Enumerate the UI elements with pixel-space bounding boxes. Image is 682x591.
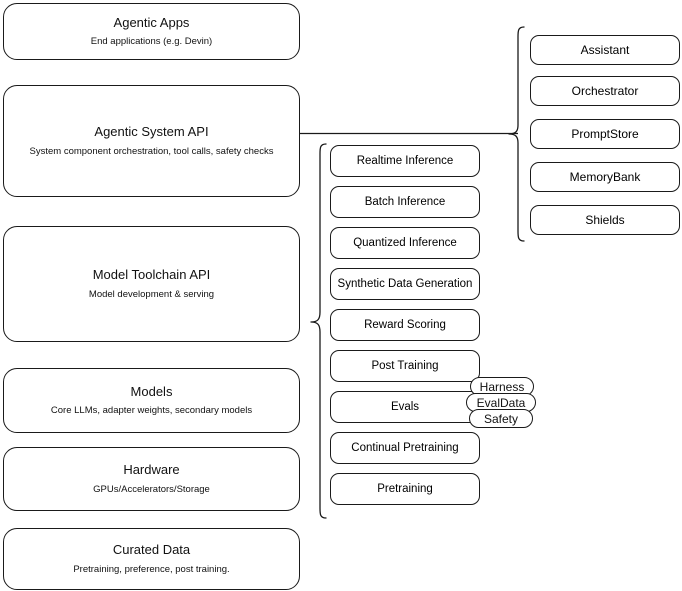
system-box-label: PromptStore [571, 126, 639, 141]
eval-badge-label: Harness [479, 379, 525, 394]
brace-system-components [506, 25, 526, 245]
toolchain-box-label: Realtime Inference [356, 154, 454, 167]
system-box-memorybank[interactable]: MemoryBank [530, 162, 680, 192]
toolchain-box-label: Continual Pretraining [351, 441, 459, 454]
layer-title: Model Toolchain API [92, 267, 211, 283]
system-box-promptstore[interactable]: PromptStore [530, 119, 680, 149]
toolchain-box-label: Pretraining [377, 482, 433, 495]
connector-line-agentic-system-api [300, 126, 522, 142]
layer-title: Hardware [123, 462, 180, 478]
eval-badge-label: EvalData [476, 395, 526, 410]
layer-title: Agentic Apps [113, 14, 190, 30]
toolchain-box-pretraining[interactable]: Pretraining [330, 473, 480, 505]
toolchain-box-label: Reward Scoring [364, 318, 446, 331]
system-box-assistant[interactable]: Assistant [530, 35, 680, 65]
system-box-label: Shields [585, 212, 625, 227]
toolchain-box-batch-inference[interactable]: Batch Inference [330, 186, 480, 218]
layer-box-curated-data[interactable]: Curated Data Pretraining, preference, po… [3, 528, 300, 590]
toolchain-box-quantized-inference[interactable]: Quantized Inference [330, 227, 480, 259]
toolchain-box-label: Batch Inference [364, 195, 446, 208]
layer-box-hardware[interactable]: Hardware GPUs/Accelerators/Storage [3, 447, 300, 511]
brace-toolchain-components [308, 142, 328, 522]
system-box-label: MemoryBank [569, 169, 641, 184]
toolchain-box-label: Quantized Inference [353, 236, 457, 249]
toolchain-box-label: Post Training [371, 359, 439, 372]
toolchain-box-synthetic-data-generation[interactable]: Synthetic Data Generation [330, 268, 480, 300]
system-box-label: Orchestrator [571, 83, 639, 98]
layer-box-agentic-system-api[interactable]: Agentic System API System component orch… [3, 85, 300, 197]
toolchain-box-evals[interactable]: Evals [330, 391, 480, 423]
layer-box-model-toolchain-api[interactable]: Model Toolchain API Model development & … [3, 226, 300, 342]
eval-badge-safety[interactable]: Safety [469, 409, 533, 428]
layer-subtitle: Model development & serving [88, 288, 215, 300]
toolchain-box-label: Synthetic Data Generation [337, 277, 473, 290]
system-box-orchestrator[interactable]: Orchestrator [530, 76, 680, 106]
system-box-shields[interactable]: Shields [530, 205, 680, 235]
eval-badge-label: Safety [483, 411, 519, 426]
layer-title: Models [130, 383, 173, 399]
toolchain-box-reward-scoring[interactable]: Reward Scoring [330, 309, 480, 341]
layer-subtitle: Core LLMs, adapter weights, secondary mo… [50, 405, 253, 417]
toolchain-box-continual-pretraining[interactable]: Continual Pretraining [330, 432, 480, 464]
layer-box-agentic-apps[interactable]: Agentic Apps End applications (e.g. Devi… [3, 3, 300, 60]
layer-subtitle: Pretraining, preference, post training. [73, 563, 230, 575]
layer-subtitle: System component orchestration, tool cal… [29, 145, 274, 157]
layer-title: Agentic System API [94, 124, 209, 140]
eval-badge-evaldata[interactable]: EvalData [466, 393, 536, 412]
layer-title: Curated Data [112, 542, 191, 558]
toolchain-box-post-training[interactable]: Post Training [330, 350, 480, 382]
layer-subtitle: GPUs/Accelerators/Storage [93, 483, 210, 495]
toolchain-box-label: Evals [390, 400, 420, 413]
system-box-label: Assistant [580, 42, 630, 57]
layer-subtitle: End applications (e.g. Devin) [90, 36, 213, 48]
layer-box-models[interactable]: Models Core LLMs, adapter weights, secon… [3, 368, 300, 433]
toolchain-box-realtime-inference[interactable]: Realtime Inference [330, 145, 480, 177]
